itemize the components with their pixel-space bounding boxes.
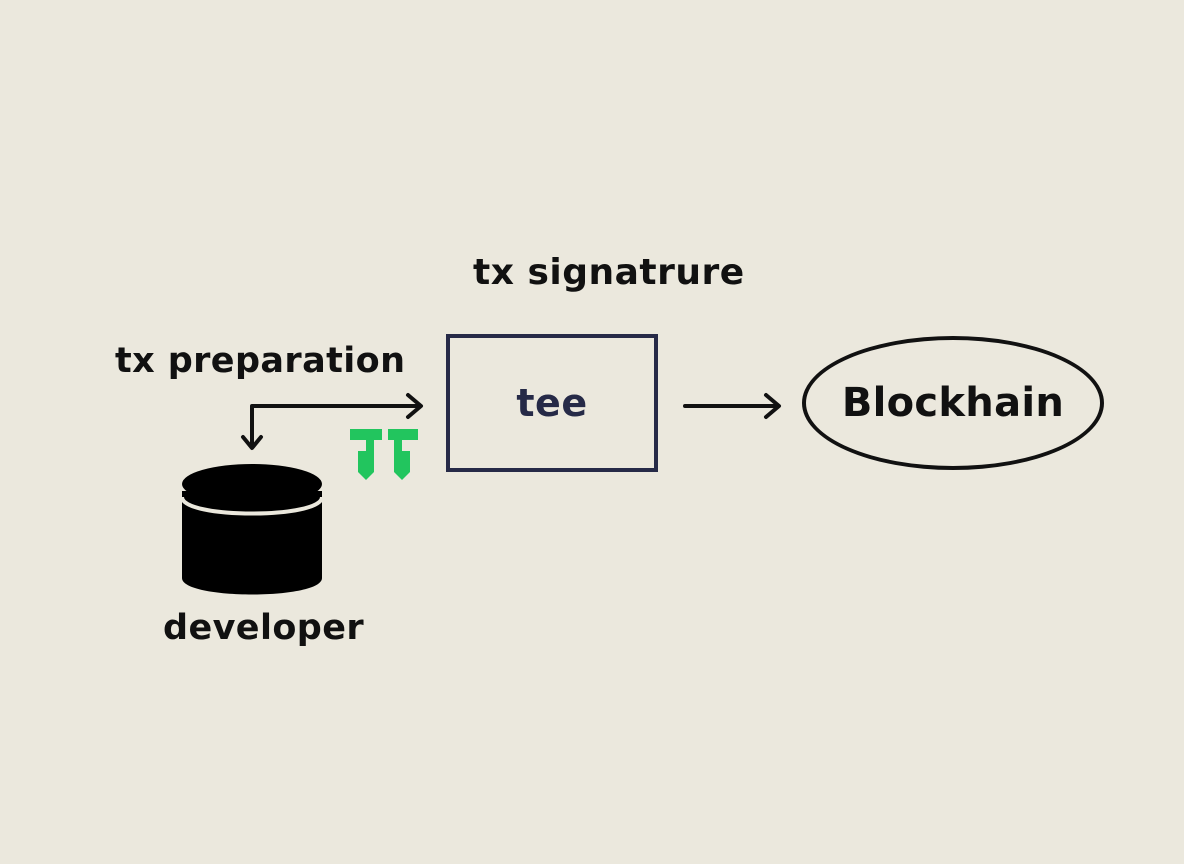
tx-preparation-label: tx preparation: [115, 341, 406, 381]
tee-label: tee: [516, 381, 588, 425]
tee-node: tee: [446, 334, 658, 472]
blockchain-label: Blockhain: [841, 380, 1065, 426]
preparation-arrow: [241, 393, 423, 450]
green-logo-icon: [350, 429, 418, 480]
tee-to-blockchain-arrow: [683, 393, 781, 419]
database-icon: [180, 464, 324, 595]
tx-signature-label: tx signatrure: [473, 252, 745, 293]
blockchain-node: Blockhain: [802, 336, 1104, 470]
developer-label: developer: [163, 608, 365, 648]
